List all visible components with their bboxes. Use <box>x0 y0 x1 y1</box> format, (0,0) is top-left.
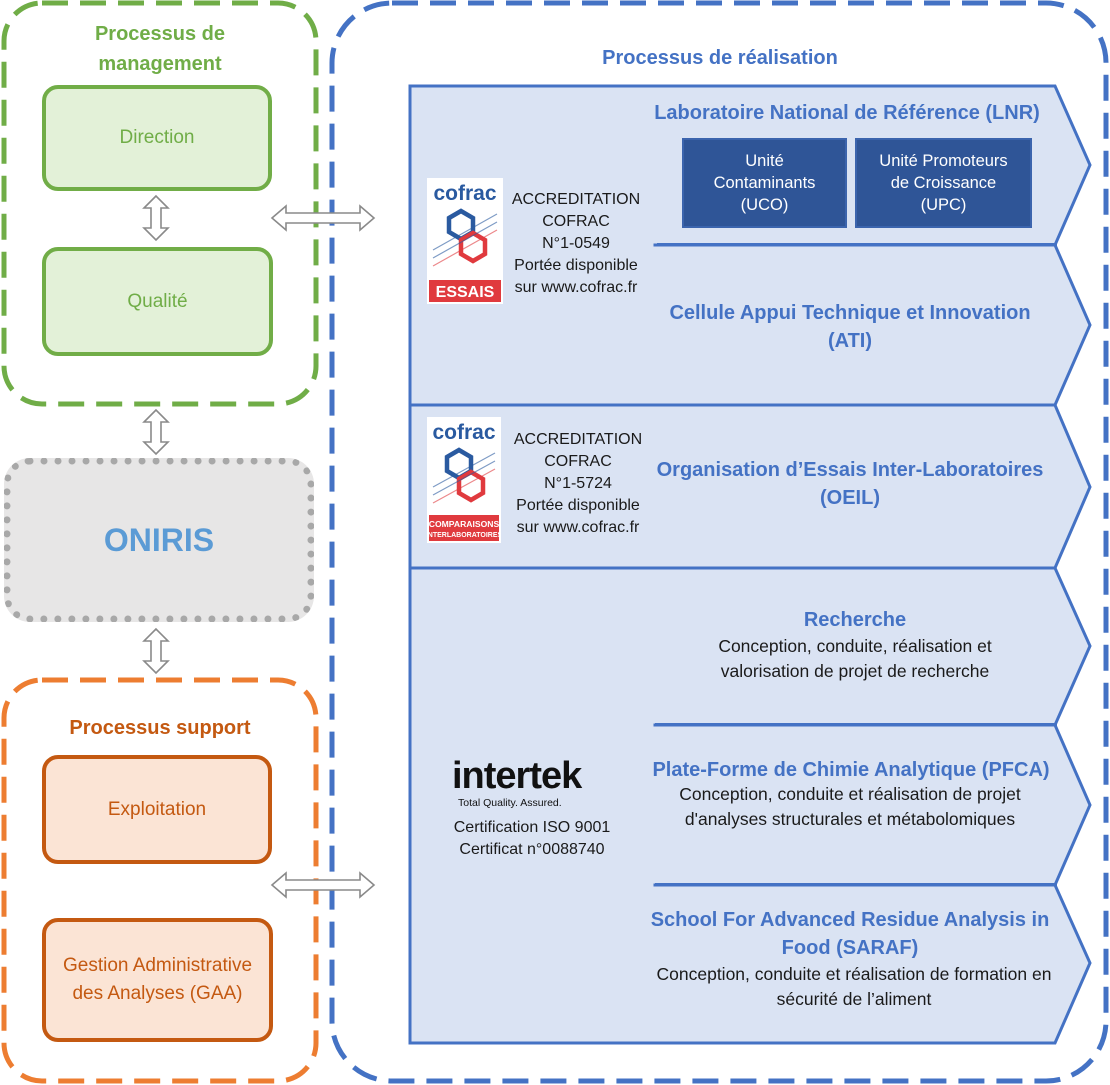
arrow-support-realisation <box>271 872 375 898</box>
recherche-desc: Conception, conduite, réalisation et val… <box>718 636 992 681</box>
lnr-title: Laboratoire National de Référence (LNR) <box>654 102 1040 124</box>
recherche-title: Recherche <box>803 609 907 631</box>
exploitation-box: Exploitation <box>42 755 272 864</box>
saraf-desc: Conception, conduite et réalisation de f… <box>656 964 1052 1009</box>
management-group-frame <box>1 0 319 407</box>
certification-text: Certification ISO 9001 Certificat n°0088… <box>432 817 632 861</box>
accreditation2-line-1: ACCREDITATION <box>513 431 643 448</box>
direction-box: Direction <box>42 85 272 191</box>
certification-line-1: Certification ISO 9001 <box>453 819 611 836</box>
intertek-tagline: Total Quality. Assured. <box>458 797 562 809</box>
intertek-logo: intertek Total Quality. Assured. <box>452 756 612 814</box>
intertek-wordmark: intertek <box>452 755 582 797</box>
management-title: Processus de management <box>94 23 226 75</box>
cofrac-comparaisons-logo-label-1: COMPARAISONS <box>429 519 500 529</box>
support-title: Processus support <box>69 717 251 739</box>
pfca-title: Plate-Forme de Chimie Analytique (PFCA) <box>652 759 1050 781</box>
arrow-management-realisation <box>271 205 375 231</box>
accreditation1-line-5: sur www.cofrac.fr <box>514 279 638 296</box>
accreditation1-line-2: COFRAC <box>542 213 610 230</box>
qualite-box: Qualité <box>42 247 273 356</box>
realisation-title: Processus de réalisation <box>602 47 838 69</box>
realisation-group-frame <box>329 0 1109 1084</box>
arrow-management-oniris <box>143 409 169 455</box>
pfca-separator <box>655 883 1057 886</box>
accreditation2-line-3: N°1-5724 <box>544 475 612 492</box>
ati-title: Cellule Appui Technique et Innovation (A… <box>669 302 1031 352</box>
arrow-oniris-support <box>143 628 169 674</box>
cofrac-essais-logo: cofrac ESSAIS <box>427 178 503 304</box>
recherche-separator <box>655 723 1057 726</box>
accreditation1-line-4: Portée disponible <box>514 257 638 274</box>
accreditation1-line-3: N°1-0549 <box>542 235 610 252</box>
cofrac-essais-logo-label: ESSAIS <box>436 284 495 301</box>
lnr-separator <box>657 243 1057 246</box>
cofrac-comparaisons-logo-word: cofrac <box>432 421 495 444</box>
gaa-box: Gestion Administrative des Analyses (GAA… <box>42 918 273 1042</box>
cofrac-essais-logo-word: cofrac <box>433 182 496 205</box>
accreditation1-text: ACCREDITATION COFRAC N°1-0549 Portée dis… <box>501 189 651 299</box>
accreditation2-line-4: Portée disponible <box>516 497 640 514</box>
unit-upc: Unité Promoteurs de Croissance (UPC) <box>855 138 1032 228</box>
oeil-title: Organisation d’Essais Inter-Laboratoires… <box>656 459 1044 509</box>
accreditation2-line-5: sur www.cofrac.fr <box>516 519 640 536</box>
unit-uco: Unité Contaminants (UCO) <box>682 138 847 228</box>
oniris-box: ONIRIS <box>4 458 314 622</box>
accreditation2-text: ACCREDITATION COFRAC N°1-5724 Portée dis… <box>503 429 653 539</box>
cofrac-comparaisons-logo: cofrac COMPARAISONS INTERLABORATOIRES <box>427 417 501 543</box>
saraf-title: School For Advanced Residue Analysis in … <box>650 909 1050 959</box>
certification-line-2: Certificat n°0088740 <box>459 841 605 858</box>
accreditation1-line-1: ACCREDITATION <box>511 191 641 208</box>
pfca-desc: Conception, conduite et réalisation de p… <box>679 784 1021 829</box>
arrow-direction-qualite <box>143 195 169 241</box>
accreditation2-line-2: COFRAC <box>544 453 612 470</box>
cofrac-comparaisons-logo-label-2: INTERLABORATOIRES <box>427 532 501 539</box>
